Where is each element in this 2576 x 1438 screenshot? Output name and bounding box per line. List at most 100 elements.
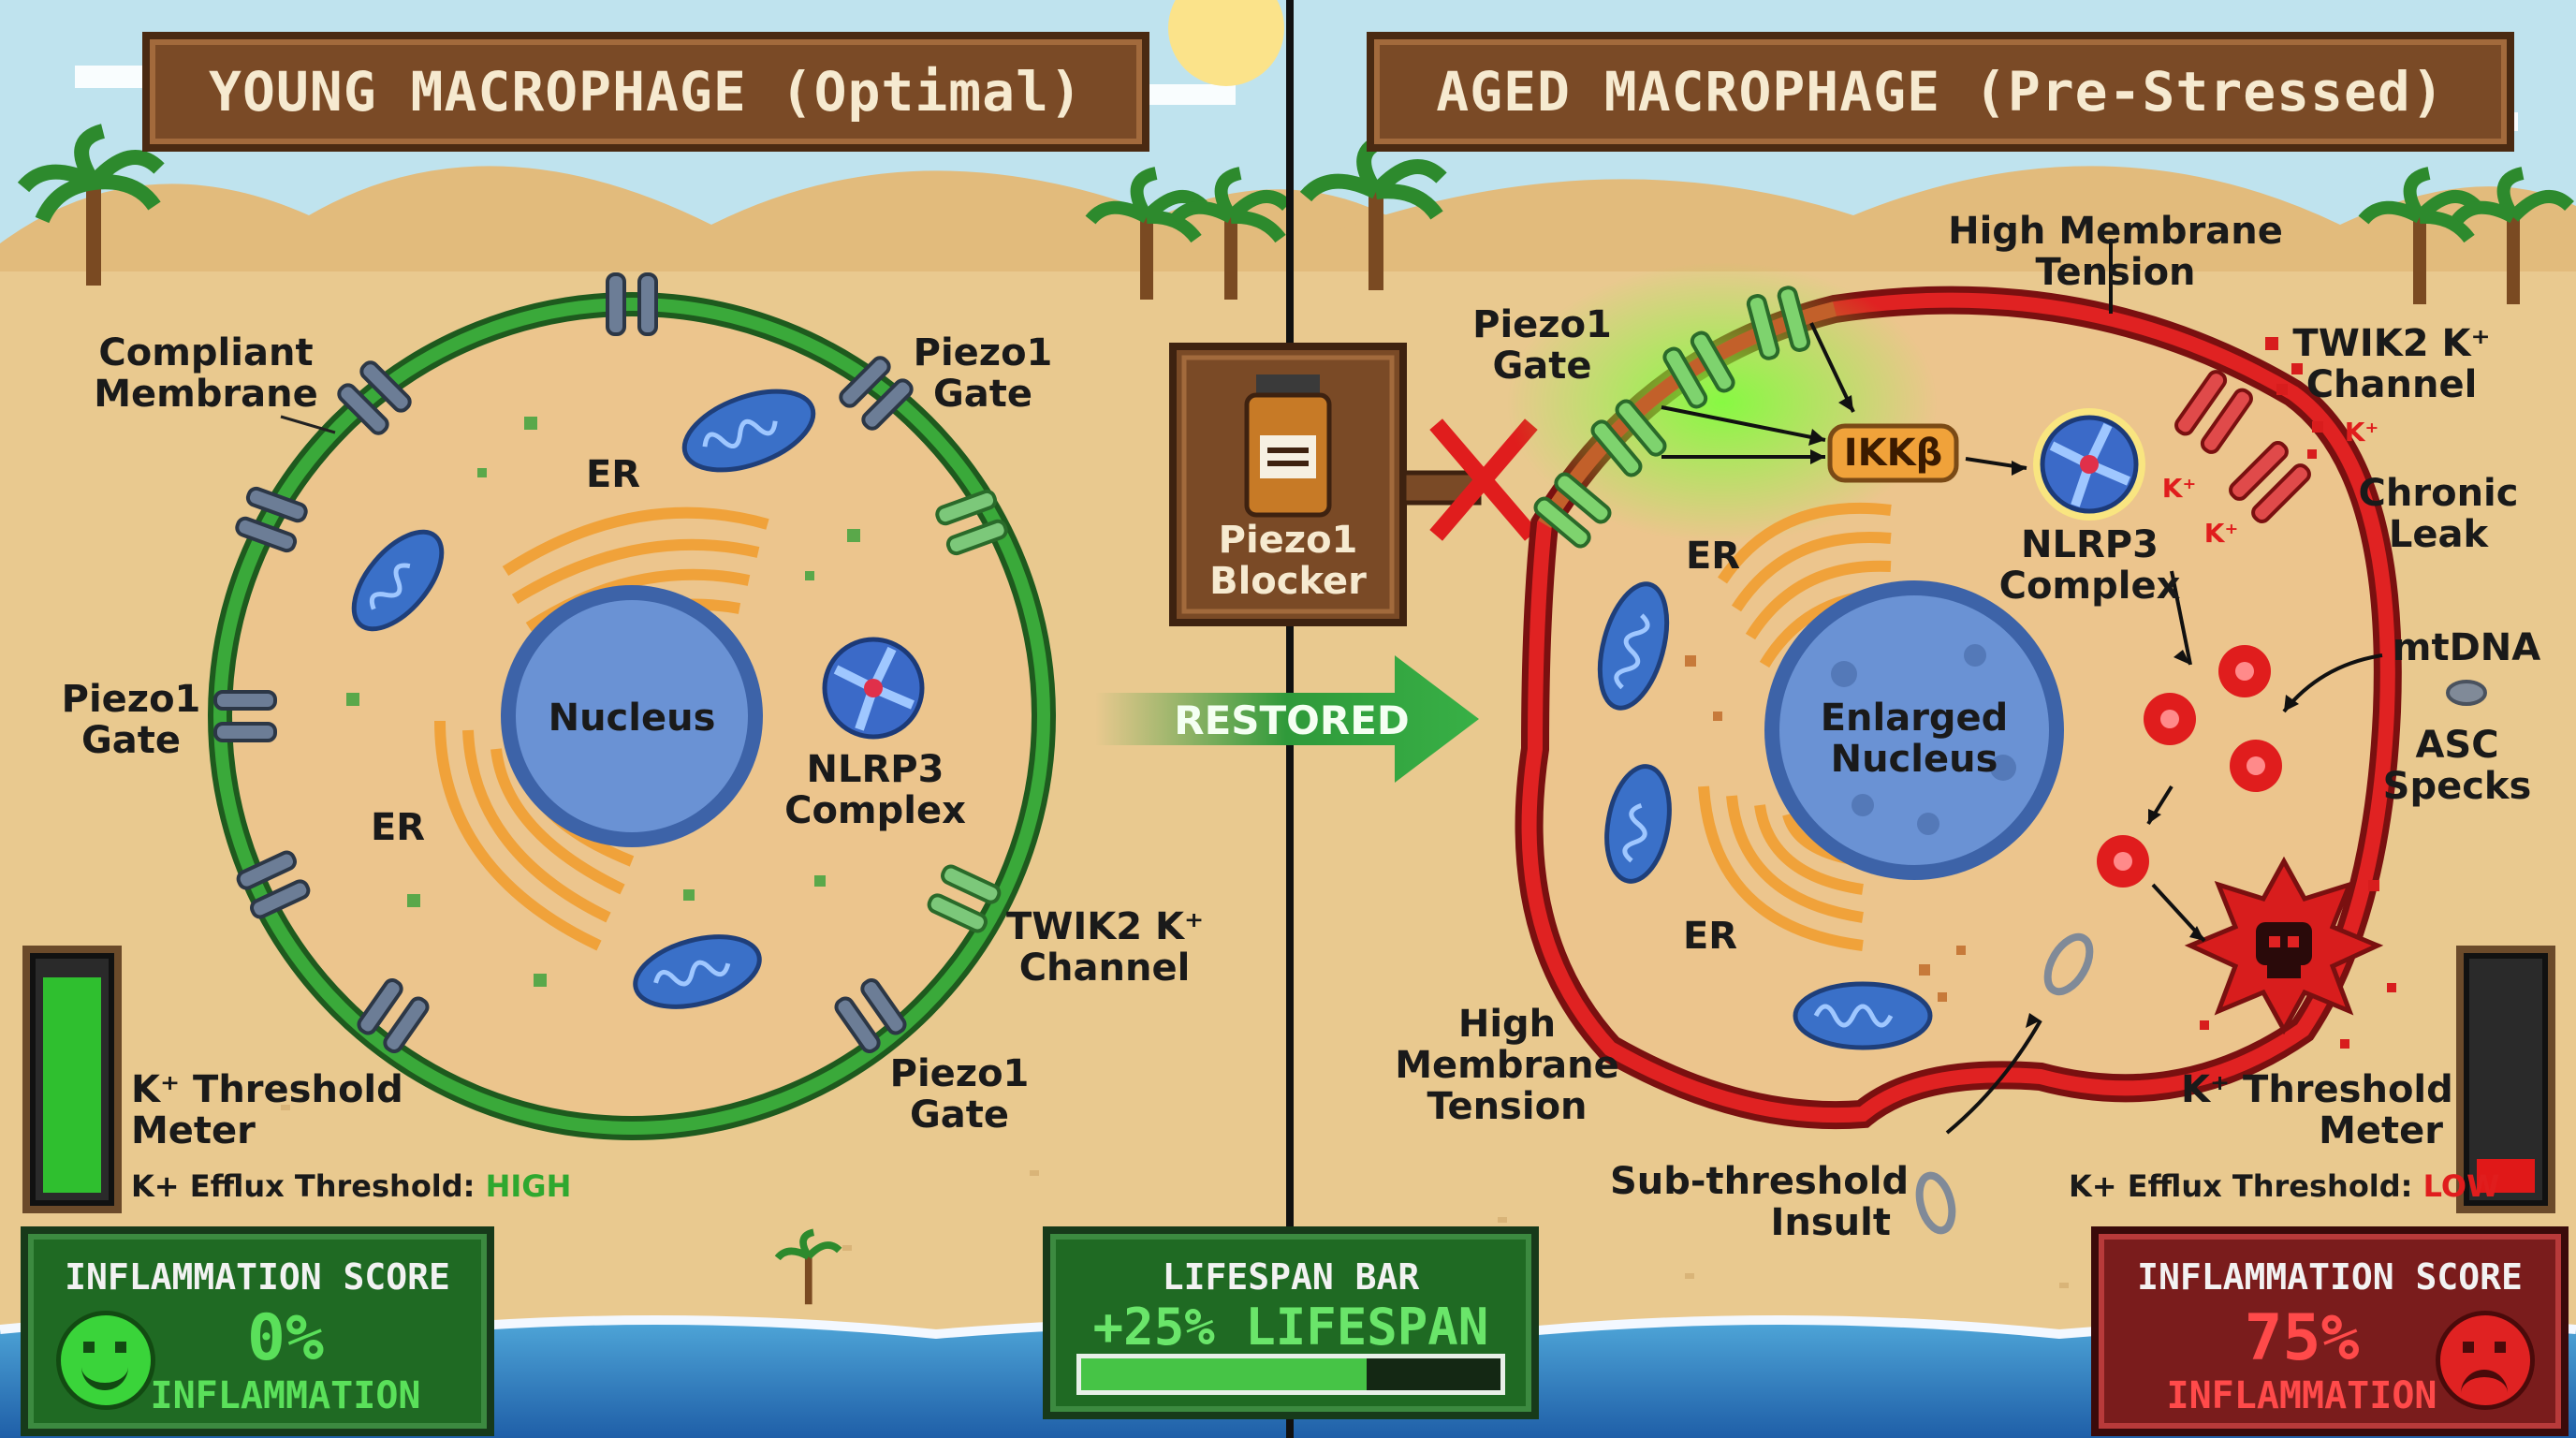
sun: [1168, 0, 1284, 86]
piezo1-channel: [337, 360, 412, 435]
piezo1-gate-label: Piezo1 Gate: [913, 331, 1053, 416]
piezo1-channel: [357, 978, 430, 1053]
vesicles: [346, 417, 860, 987]
k-ion-label: K⁺: [2161, 473, 2197, 504]
efflux-threshold-value: HIGH: [485, 1168, 572, 1204]
meter-fill: [43, 977, 101, 1193]
lifespan-title: LIFESPAN BAR: [1162, 1256, 1420, 1298]
mtdna-ring: [2043, 932, 2094, 996]
k-threshold-meter: [2456, 946, 2555, 1213]
mitochondrion: [351, 529, 445, 632]
k-ion-label: K⁺: [2344, 417, 2379, 448]
piezo1-channel: [1590, 399, 1667, 477]
piezo1-channel: [236, 850, 311, 919]
compliant-membrane: [213, 298, 1050, 1135]
inflammation-score-panel: INFLAMMATION SCORE 0% INFLAMMATION: [21, 1226, 494, 1436]
er-label: ER: [370, 806, 426, 849]
enlarged-nucleus-label: Enlarged Nucleus: [1820, 697, 2009, 781]
burst-debris: [2200, 880, 2396, 1049]
aged-macrophage-cell: [1507, 239, 2487, 1235]
insult-chain-icon: [1915, 1171, 1956, 1235]
twik2-label: TWIK2 K⁺ Channel: [1006, 905, 1205, 990]
mitochondrion: [1793, 981, 1933, 1050]
mitochondrion: [1604, 764, 1672, 884]
inflammation-score-panel: INFLAMMATION SCORE 75% INFLAMMATION: [2091, 1226, 2569, 1436]
vial-label: [1260, 435, 1316, 478]
ikkb-box: [1827, 423, 1959, 483]
score-value: 0%: [247, 1301, 324, 1375]
k-threshold-meter: [22, 946, 122, 1213]
mtdna-label: mtDNA: [2392, 626, 2541, 669]
vial-cap: [1256, 374, 1320, 395]
restored-arrow: [1095, 655, 1479, 783]
sand-specks: [281, 1105, 2069, 1288]
nlrp3-complex: [822, 637, 925, 740]
er-debris: [1685, 655, 1966, 1002]
efflux-threshold: K+ Efflux Threshold: HIGH: [131, 1166, 571, 1207]
piezo1-channel: [834, 978, 907, 1053]
er-label: ER: [585, 453, 641, 496]
twik2-channel: [2229, 441, 2311, 523]
k-ion-label: K⁺: [2203, 518, 2239, 549]
piezo1-gate-label: Piezo1 Gate: [61, 678, 201, 762]
efflux-threshold-prefix: K+ Efflux Threshold:: [131, 1168, 476, 1204]
efflux-threshold-value: LOW: [2422, 1168, 2500, 1204]
piezo1-channel: [1746, 286, 1811, 360]
chronic-leak-label: Chronic Leak: [2358, 472, 2519, 556]
young-macrophage-banner: YOUNG MACROPHAGE (Optimal): [142, 32, 1149, 152]
smiley-icon: [56, 1311, 155, 1410]
score-value: 75%: [2244, 1301, 2360, 1375]
high-membrane-tension-label: High Membrane Tension: [1395, 1003, 1619, 1128]
endoplasmic-reticulum-bottom: [1698, 785, 1864, 951]
lifespan-value: +25% LIFESPAN: [1092, 1298, 1489, 1357]
efflux-threshold-prefix: K+ Efflux Threshold:: [2069, 1168, 2413, 1204]
palm-tree: [1169, 167, 1292, 300]
er-label: ER: [1682, 915, 1738, 958]
meter-label: K⁺ Threshold Meter: [131, 1068, 403, 1152]
palm-tree: [17, 124, 165, 286]
piezo1-channel: [839, 356, 914, 431]
mitochondrion: [633, 934, 762, 1009]
lifespan-bar: [1076, 1354, 1505, 1395]
nucleus: [516, 600, 748, 832]
high-membrane-tension-label: High Membrane Tension: [1948, 210, 2283, 294]
chromatin-spots: [1831, 644, 2016, 835]
piezo1-gate-label: Piezo1 Gate: [889, 1052, 1030, 1137]
twik2-channel: [2174, 370, 2253, 454]
potassium-leak-dots: [2265, 337, 2323, 459]
compliant-membrane-label: Compliant Membrane: [94, 331, 318, 416]
nlrp3-complex: [2033, 408, 2145, 521]
twik2-label: TWIK2 K⁺ Channel: [2292, 322, 2491, 406]
sad-face-icon: [2436, 1311, 2535, 1410]
piezo1-channel: [1662, 330, 1735, 409]
lifespan-fill: [1081, 1358, 1367, 1390]
nucleus-label: Nucleus: [548, 697, 716, 740]
dunes-right: [1301, 166, 2576, 300]
piezo1-channel: [606, 272, 658, 336]
asc-legend-icon: [2446, 680, 2487, 706]
meter-label: K⁺ Threshold Meter: [2181, 1068, 2453, 1152]
pointer-line: [280, 415, 336, 434]
skull-icon: [2256, 922, 2312, 978]
block-x-icon: [1429, 418, 1538, 541]
piezo1-blocker-label: Piezo1 Blocker: [1209, 519, 1367, 603]
score-subtitle: INFLAMMATION: [2166, 1374, 2437, 1417]
restored-label: RESTORED: [1174, 697, 1410, 743]
stressed-membrane: [1521, 292, 2395, 1123]
efflux-threshold: K+ Efflux Threshold: LOW: [2069, 1166, 2499, 1207]
ikkb-label: IKKβ: [1843, 432, 1943, 475]
score-title: INFLAMMATION SCORE: [2137, 1256, 2523, 1298]
palm-tree: [2358, 167, 2481, 304]
sub-threshold-insult-label: Sub-threshold Insult: [1610, 1160, 1910, 1244]
twik2-channel: [927, 864, 1002, 933]
piezo1-gate-label: Piezo1 Gate: [1472, 303, 1612, 388]
asc-specks-label: ASC Specks: [2382, 724, 2532, 808]
palm-tree: [774, 1228, 842, 1305]
score-subtitle: INFLAMMATION: [150, 1374, 421, 1417]
mitochondrion: [1597, 581, 1670, 711]
piezo1-channel: [1533, 472, 1612, 549]
nlrp3-label: NLRP3 Complex: [784, 748, 966, 832]
lifespan-bar-panel: LIFESPAN BAR +25% LIFESPAN: [1043, 1226, 1539, 1419]
er-label: ER: [1685, 535, 1741, 578]
mitochondrion: [681, 389, 816, 473]
